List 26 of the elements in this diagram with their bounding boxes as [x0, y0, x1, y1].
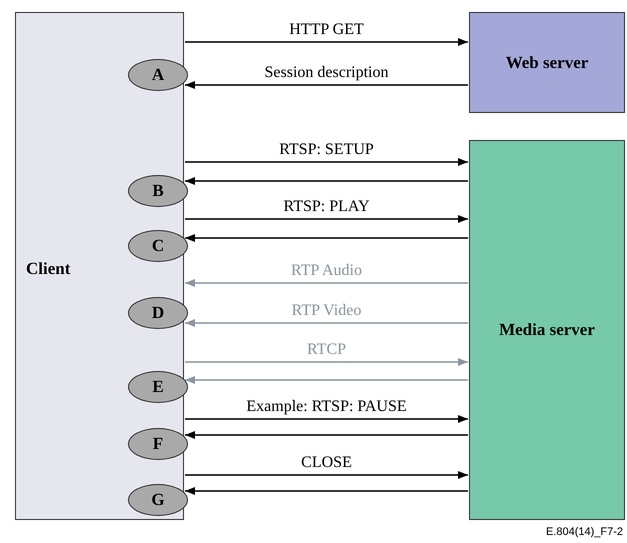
- arrow: [185, 358, 468, 366]
- arrow: [185, 279, 468, 287]
- step-letter: E: [128, 371, 188, 403]
- arrow: [185, 471, 468, 479]
- client-label: Client: [26, 259, 70, 279]
- step-letter: C: [128, 230, 188, 262]
- arrow: [185, 158, 468, 166]
- step-letter: B: [128, 175, 188, 207]
- edge-label: Example: RTSP: PAUSE: [244, 398, 409, 416]
- arrow: [185, 81, 468, 89]
- arrow: [185, 487, 468, 495]
- arrow: [185, 38, 468, 46]
- arrow: [185, 215, 468, 223]
- arrow: [185, 234, 468, 242]
- arrow: [185, 431, 468, 439]
- server-box: Media server: [469, 140, 625, 520]
- step-letter: A: [128, 59, 188, 91]
- arrow: [185, 319, 468, 327]
- step-letter: F: [128, 428, 188, 460]
- arrow: [185, 177, 468, 185]
- step-letter: G: [128, 484, 188, 516]
- edge-label: Session description: [262, 64, 390, 82]
- server-box: Web server: [469, 12, 625, 113]
- arrow: [185, 376, 468, 384]
- arrow: [185, 415, 468, 423]
- step-letter: D: [128, 297, 188, 329]
